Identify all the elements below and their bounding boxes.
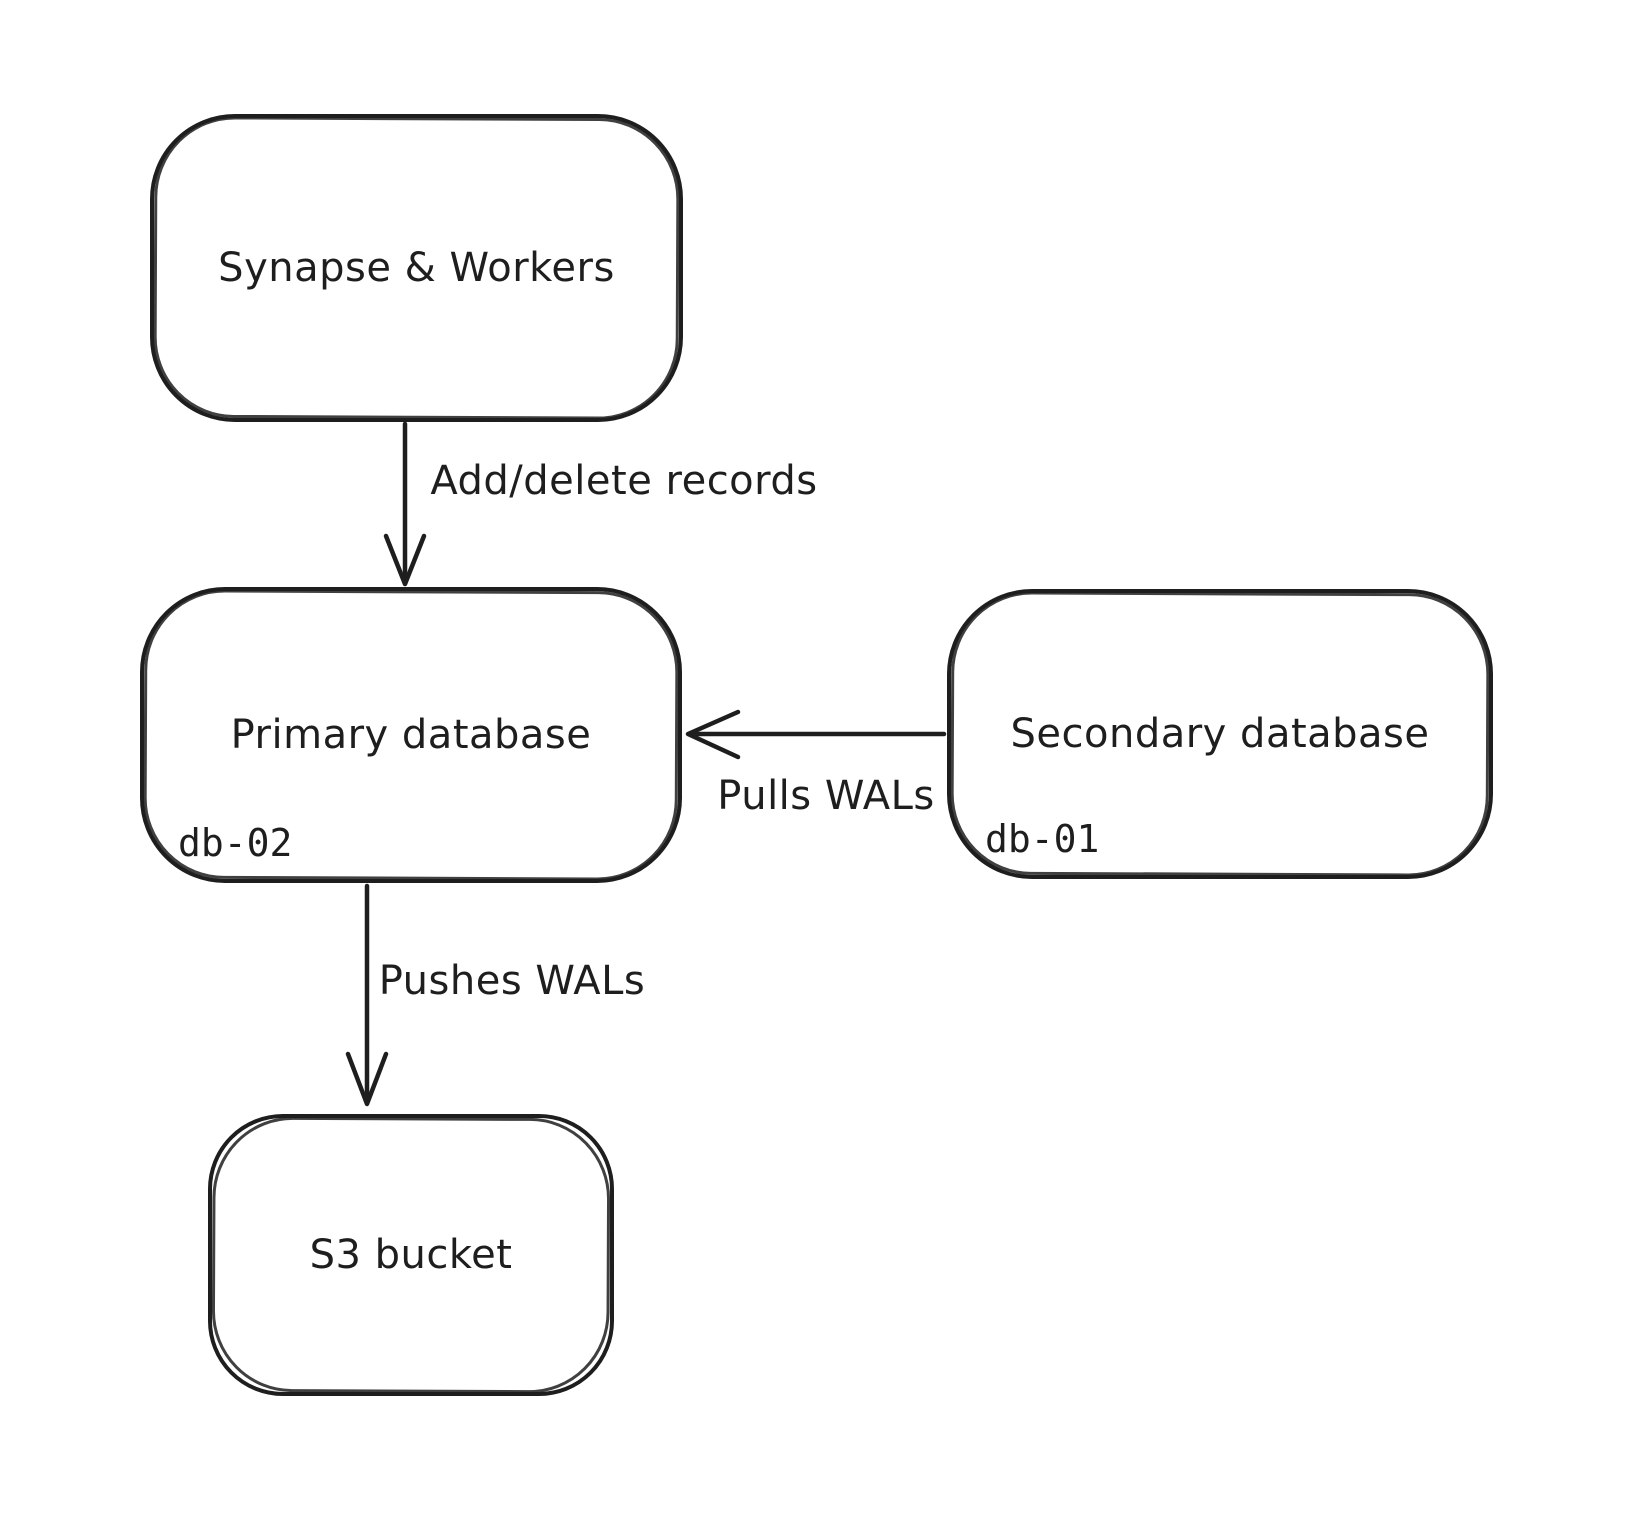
node-hostname-label[interactable]: db-01 [985, 817, 1100, 861]
node-primary-database[interactable]: Primary database db-02 [140, 587, 682, 883]
node-synapse-workers[interactable]: Synapse & Workers [150, 114, 683, 422]
edge-label-add-delete-records[interactable]: Add/delete records [424, 458, 824, 504]
node-s3-bucket[interactable]: S3 bucket [208, 1114, 614, 1396]
node-hostname-label[interactable]: db-02 [178, 821, 293, 865]
edge-add-delete-records[interactable] [383, 421, 427, 587]
edge-pulls-wals[interactable] [685, 709, 947, 760]
arrowhead-left-icon [685, 709, 741, 760]
node-label: Primary database [230, 712, 592, 758]
arrowhead-down-icon [345, 1051, 389, 1107]
node-label: S3 bucket [309, 1232, 513, 1278]
edge-label-pushes-wals[interactable]: Pushes WALs [372, 958, 652, 1004]
node-label: Secondary database [1010, 711, 1430, 757]
node-label: Synapse & Workers [218, 245, 615, 291]
arrowhead-down-icon [383, 533, 427, 587]
edge-pushes-wals[interactable] [345, 883, 389, 1107]
node-secondary-database[interactable]: Secondary database db-01 [947, 589, 1493, 879]
edge-label-pulls-wals[interactable]: Pulls WALs [711, 773, 941, 819]
